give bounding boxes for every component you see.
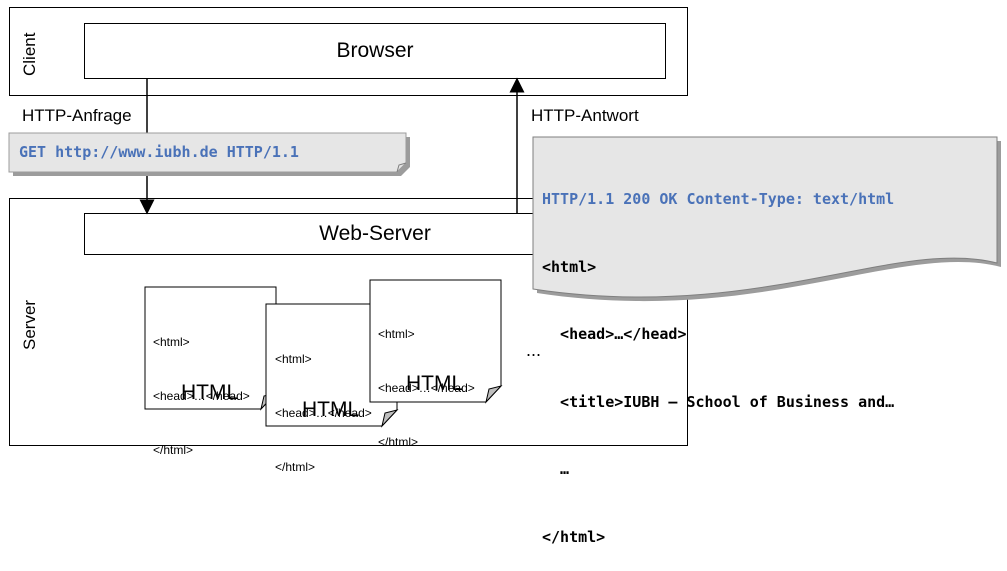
html-document-3-title: HTML: [406, 372, 464, 395]
browser-box: Browser: [84, 23, 666, 79]
http-response-label: HTTP-Antwort: [531, 106, 639, 125]
html-document-3-code: <html> <head>…</head> </html>: [378, 289, 475, 469]
response-line: …: [542, 460, 570, 478]
response-line: <title>IUBH – School of Business and…: [542, 392, 895, 411]
more-documents-ellipsis: ...: [526, 340, 542, 360]
document-line: </html>: [153, 443, 194, 457]
html-document-3: [369, 279, 503, 404]
html-document-1-title: HTML: [181, 381, 239, 404]
html-document-2-title: HTML: [302, 398, 360, 421]
document-line: </html>: [378, 435, 419, 449]
http-request-label: HTTP-Anfrage: [22, 106, 132, 125]
response-line: <html>: [542, 257, 597, 276]
response-status-line: HTTP/1.1 200 OK Content-Type: text/html: [542, 190, 895, 208]
document-line: <head>…</head>: [153, 389, 250, 403]
document-line: <html>: [153, 335, 190, 349]
request-note: [8, 132, 410, 176]
document-line: <html>: [275, 352, 312, 366]
html-document-1-code: <html> <head>…</head> </html>: [153, 297, 250, 477]
document-line: <head>…</head>: [378, 381, 475, 395]
http-response-code: HTTP/1.1 200 OK Content-Type: text/html …: [542, 143, 894, 571]
document-line: <html>: [378, 327, 415, 341]
document-line: <head>…</head>: [275, 406, 372, 420]
http-request-code: GET http://www.iubh.de HTTP/1.1: [19, 143, 299, 161]
response-line: <head>…</head>: [542, 325, 687, 343]
diagram-shapes: [8, 77, 1001, 428]
response-line: </html>: [542, 527, 606, 546]
document-line: </html>: [275, 460, 316, 474]
response-note: [532, 136, 1001, 302]
